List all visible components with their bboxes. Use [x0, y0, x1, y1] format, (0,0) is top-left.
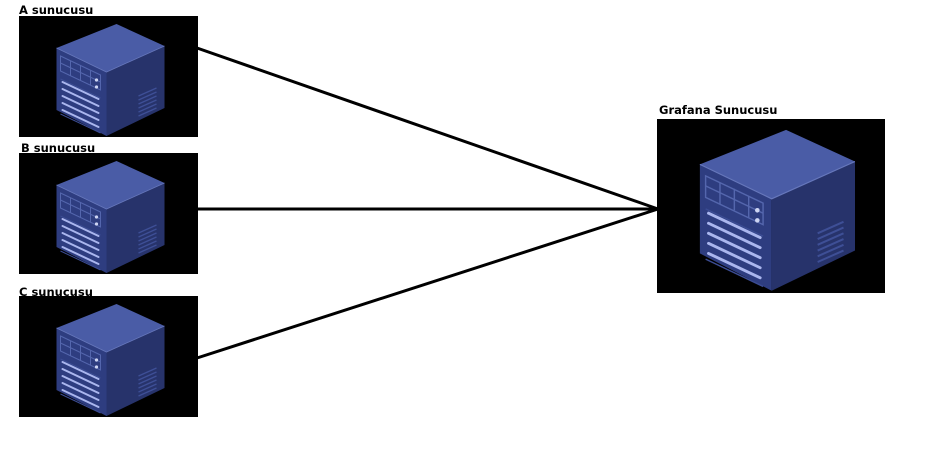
server-a-node [19, 16, 198, 137]
connector-a-to-grafana [196, 46, 659, 211]
server-icon [55, 303, 166, 416]
server-c-label: C sunucusu [19, 285, 93, 299]
server-a-label: A sunucusu [19, 3, 94, 17]
server-icon [55, 23, 166, 136]
server-icon [698, 128, 855, 291]
server-c-node [19, 296, 198, 417]
grafana-server-label: Grafana Sunucusu [659, 103, 778, 117]
connector-c-to-grafana [196, 207, 659, 360]
server-icon [55, 160, 166, 273]
server-b-label: B sunucusu [21, 141, 96, 155]
grafana-server-node [657, 119, 885, 293]
server-b-node [19, 153, 198, 274]
